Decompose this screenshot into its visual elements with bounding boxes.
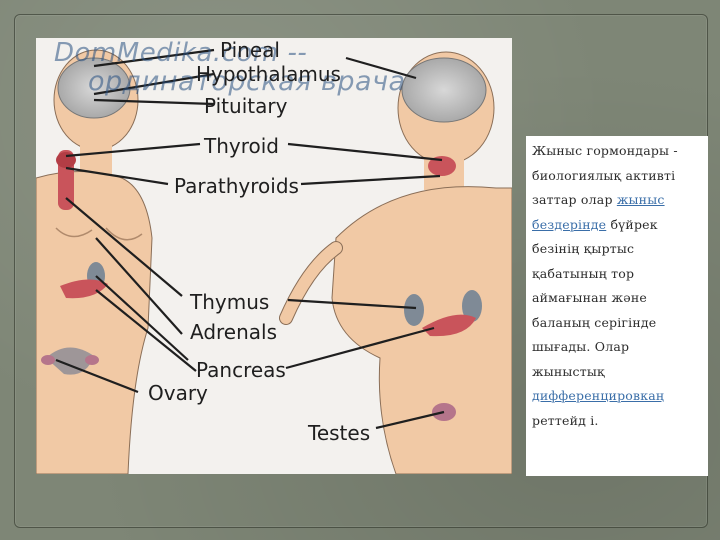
female-figure xyxy=(36,49,153,474)
label-pituitary: Pituitary xyxy=(204,94,288,118)
label-pineal: Pineal xyxy=(220,38,280,62)
text-panel: Жыныс гормондары - биологиялық активті з… xyxy=(526,136,708,476)
link-differentiation[interactable]: дифференцировкаң xyxy=(532,388,665,403)
label-parathyroids: Parathyroids xyxy=(174,174,299,198)
label-thymus: Thymus xyxy=(190,290,270,314)
label-thyroid: Thyroid xyxy=(204,134,279,158)
label-adrenals: Adrenals xyxy=(190,320,278,344)
body-text-part1: Жыныс гормондары - биологиялық активті з… xyxy=(532,143,678,207)
label-testes: Testes xyxy=(308,421,371,445)
watermark-line1: DomMedika.com -- xyxy=(54,38,308,68)
body-text-part2: бүйрек безінің қыртыс қабатының тор айма… xyxy=(532,216,658,379)
body-paragraph: Жыныс гормондары - биологиялық активті з… xyxy=(532,139,704,433)
label-ovary: Ovary xyxy=(148,381,208,405)
endocrine-illustration xyxy=(36,48,512,474)
male-glands xyxy=(404,156,482,421)
male-figure xyxy=(279,51,512,474)
leader-lines xyxy=(55,48,445,430)
label-pancreas: Pancreas xyxy=(196,358,286,382)
watermark-line2: ординаторская врача xyxy=(88,66,406,97)
body-text-part3: реттейд і. xyxy=(532,412,599,428)
link-genital-glands[interactable]: жыныс бездерінде xyxy=(532,192,665,232)
endocrine-diagram-image: DomMedika.com -- ординаторская врача Pin… xyxy=(36,38,512,474)
label-hypothalamus: Hypothalamus xyxy=(196,62,341,86)
